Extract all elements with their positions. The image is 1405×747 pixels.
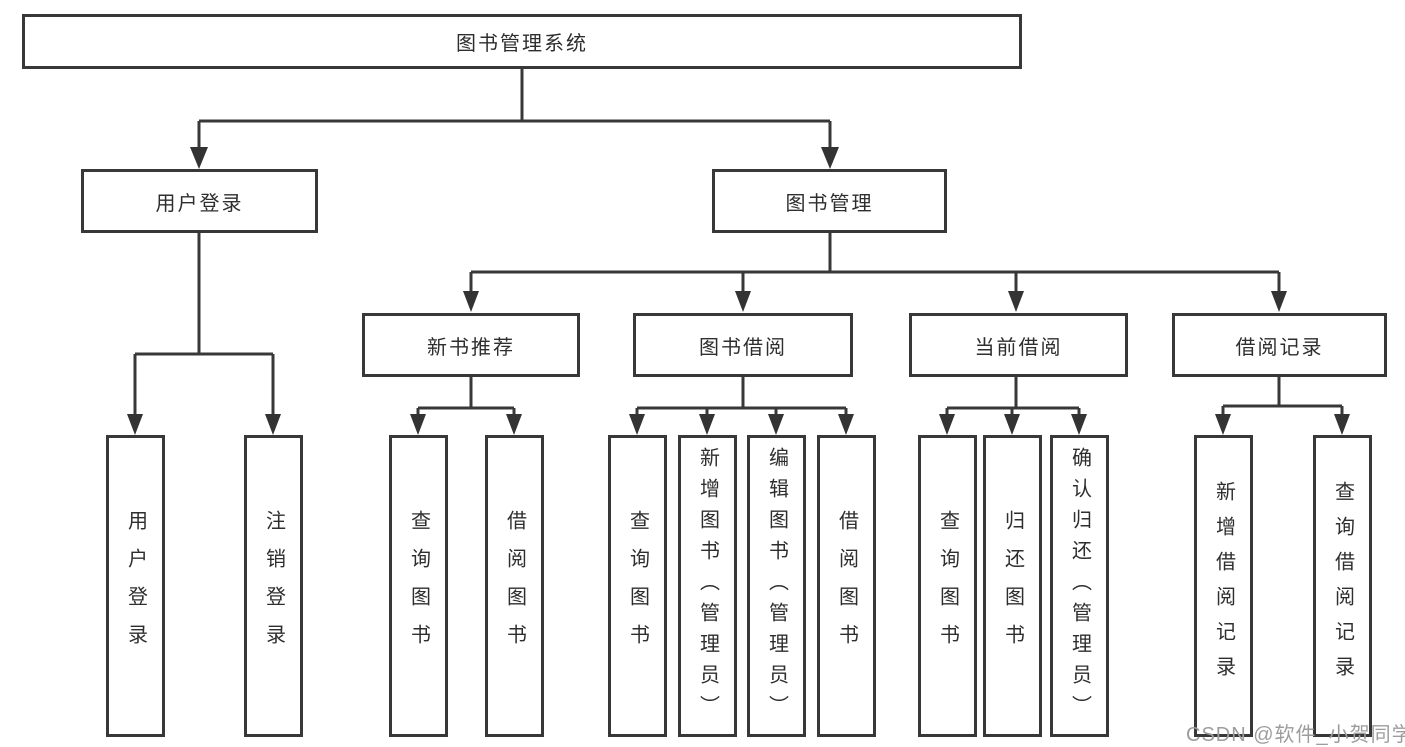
- node-book-borrow: 图书借阅: [633, 313, 853, 377]
- node-new-book-recommend: 新书推荐: [362, 313, 580, 377]
- node-book-management: 图书管理: [712, 169, 947, 233]
- leaf-query-books-current: 查询图书: [918, 435, 977, 737]
- leaf-logout: 注销登录: [244, 435, 303, 737]
- node-new-book-recommend-label: 新书推荐: [427, 336, 515, 359]
- leaf-borrow-books-recommend-label: 借阅图书: [503, 510, 526, 662]
- leaf-query-books-current-label: 查询图书: [936, 510, 959, 662]
- node-library-system-label: 图书管理系统: [456, 33, 588, 55]
- leaf-edit-book-admin-label: 编辑图书（管理员）: [765, 446, 788, 726]
- node-library-system: 图书管理系统: [22, 14, 1022, 69]
- leaf-user-login: 用户登录: [106, 435, 165, 737]
- leaf-logout-label: 注销登录: [262, 510, 285, 662]
- leaf-query-books-borrow-label: 查询图书: [626, 510, 649, 662]
- leaf-user-login-label: 用户登录: [124, 510, 147, 662]
- watermark: CSDN @软件_小贺同学: [1186, 724, 1405, 746]
- node-borrow-records-label: 借阅记录: [1235, 336, 1324, 359]
- leaf-add-book-admin: 新增图书（管理员）: [678, 435, 737, 737]
- node-book-borrow-label: 图书借阅: [699, 336, 787, 359]
- node-current-borrow: 当前借阅: [909, 313, 1128, 377]
- leaf-query-borrow-record: 查询借阅记录: [1313, 435, 1372, 737]
- leaf-query-books-recommend: 查询图书: [389, 435, 448, 737]
- node-user-login-label: 用户登录: [155, 192, 244, 215]
- leaf-edit-book-admin: 编辑图书（管理员）: [747, 435, 806, 737]
- leaf-query-books-borrow: 查询图书: [608, 435, 667, 737]
- leaf-borrow-books-borrow-label: 借阅图书: [835, 510, 858, 662]
- node-user-login: 用户登录: [81, 169, 318, 233]
- node-borrow-records: 借阅记录: [1172, 313, 1387, 377]
- leaf-query-borrow-record-label: 查询借阅记录: [1331, 481, 1354, 691]
- leaf-add-borrow-record-label: 新增借阅记录: [1212, 481, 1235, 691]
- leaf-return-book: 归还图书: [983, 435, 1042, 737]
- leaf-borrow-books-recommend: 借阅图书: [485, 435, 544, 737]
- node-current-borrow-label: 当前借阅: [974, 336, 1063, 359]
- leaf-confirm-return-admin: 确认归还（管理员）: [1050, 435, 1109, 737]
- leaf-add-borrow-record: 新增借阅记录: [1194, 435, 1253, 737]
- leaf-borrow-books-borrow: 借阅图书: [817, 435, 876, 737]
- leaf-confirm-return-admin-label: 确认归还（管理员）: [1068, 446, 1091, 726]
- leaf-query-books-recommend-label: 查询图书: [407, 510, 430, 662]
- leaf-return-book-label: 归还图书: [1001, 510, 1024, 662]
- leaf-add-book-admin-label: 新增图书（管理员）: [696, 446, 719, 726]
- node-book-management-label: 图书管理: [785, 192, 874, 215]
